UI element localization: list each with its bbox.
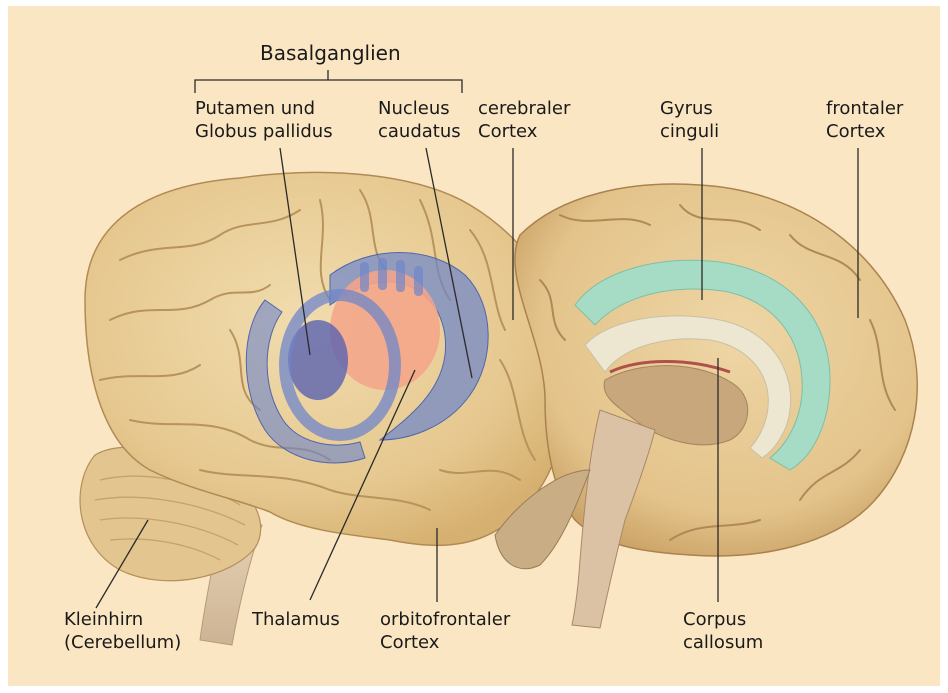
- label-caudatus-line2: caudatus: [378, 120, 461, 143]
- label-corpus-line1: Corpus: [683, 608, 746, 631]
- label-cerebral-line2: Cortex: [478, 120, 537, 143]
- label-basalganglien: Basalganglien: [260, 42, 401, 65]
- label-thalamus: Thalamus: [252, 608, 340, 631]
- label-frontal-line1: frontaler: [826, 97, 903, 120]
- basalganglien-bracket: [195, 70, 462, 93]
- label-gyrus-line1: Gyrus: [660, 97, 713, 120]
- label-kleinhirn-line2: (Cerebellum): [64, 631, 181, 654]
- label-kleinhirn-line1: Kleinhirn: [64, 608, 143, 631]
- label-putamen-line2: Globus pallidus: [195, 120, 333, 143]
- label-caudatus-line1: Nucleus: [378, 97, 450, 120]
- label-gyrus-line2: cinguli: [660, 120, 719, 143]
- label-orbito-line2: Cortex: [380, 631, 439, 654]
- label-corpus-line2: callosum: [683, 631, 763, 654]
- label-cerebral-line1: cerebraler: [478, 97, 570, 120]
- label-frontal-line2: Cortex: [826, 120, 885, 143]
- label-orbito-line1: orbitofrontaler: [380, 608, 510, 631]
- label-putamen-line1: Putamen und: [195, 97, 315, 120]
